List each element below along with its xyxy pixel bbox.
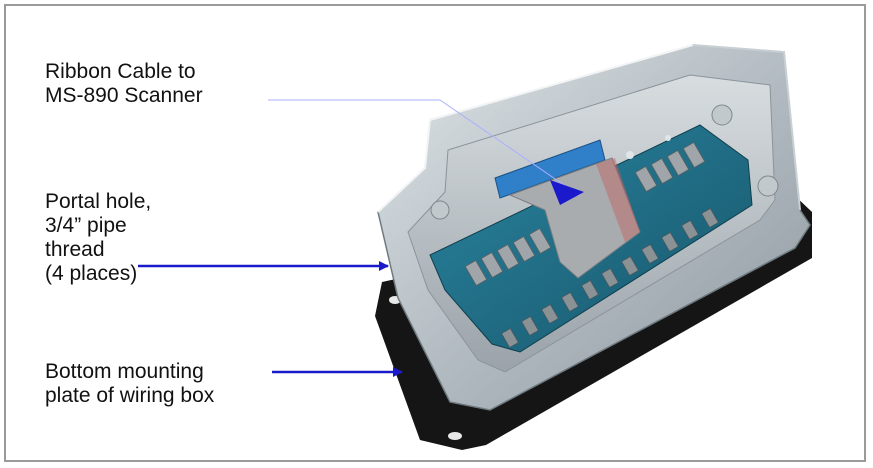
callout-pointers <box>138 99 584 377</box>
label-line: (4 places) <box>45 262 138 285</box>
label-bottom-mounting-plate: Bottom mounting plate of wiring box <box>45 360 214 408</box>
ribbon-cable <box>494 139 641 279</box>
label-line: Ribbon Cable to <box>45 60 196 83</box>
label-ribbon-cable: Ribbon Cable to MS-890 Scanner <box>45 60 203 108</box>
ribbon-leader-line <box>439 99 581 197</box>
label-line: MS-890 Scanner <box>45 84 203 107</box>
mounting-hole <box>448 432 462 440</box>
label-portal-hole: Portal hole, 3/4” pipe thread (4 places) <box>45 190 151 286</box>
label-line: plate of wiring box <box>45 384 215 407</box>
cable-connector <box>494 139 606 199</box>
label-line: Bottom mounting <box>45 360 204 383</box>
label-line: 3/4” pipe <box>45 214 127 237</box>
label-line: Portal hole, <box>45 190 152 213</box>
label-line: thread <box>45 238 105 261</box>
arrow-right-icon <box>550 180 584 205</box>
